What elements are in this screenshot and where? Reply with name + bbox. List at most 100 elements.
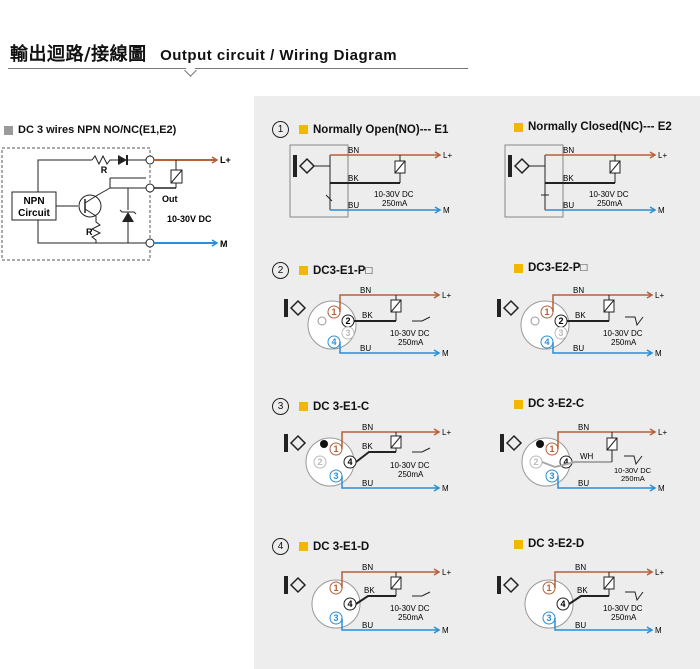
sensor-face-icon xyxy=(284,299,288,317)
npn-block xyxy=(11,191,57,221)
sensor-face-icon xyxy=(497,576,501,594)
switch-open-icon xyxy=(412,316,431,322)
svg-text:3: 3 xyxy=(333,613,338,623)
label-bn: BN xyxy=(563,146,574,155)
svg-text:2: 2 xyxy=(345,316,350,326)
svg-text:2: 2 xyxy=(558,316,563,326)
label-bn: BN xyxy=(573,286,584,295)
npn-out-label: Out xyxy=(162,194,178,204)
row3-right-diagram: 1 2 3 4 BN WH BU 10-30V DC 250mA L+ M xyxy=(500,423,667,493)
label-lplus: L+ xyxy=(658,151,667,160)
voltage-label: 10-30V DC xyxy=(390,604,430,613)
svg-text:4: 4 xyxy=(560,599,565,609)
switch-open-icon xyxy=(412,591,431,597)
wire-white xyxy=(541,461,612,469)
row1-right-diagram: BN BK BU 10-30V DC 250mA L+ M xyxy=(504,144,667,218)
row1-left-diagram: BN BK BU 10-30V DC 250mA L+ M xyxy=(289,144,452,218)
npn-top-wire xyxy=(37,159,92,192)
npn-resistor-label-2: R xyxy=(86,227,93,237)
svg-text:3: 3 xyxy=(345,328,350,338)
sensor-face-icon xyxy=(497,299,501,317)
sensor-face-icon xyxy=(500,434,504,452)
row4-left-heading: 4 DC 3-E1-D xyxy=(272,538,369,555)
sensor-face-icon xyxy=(508,155,512,177)
label-lplus: L+ xyxy=(442,568,451,577)
npn-block-label-2: Circuit xyxy=(18,208,50,219)
label-lplus: L+ xyxy=(655,568,664,577)
connector-face xyxy=(311,579,361,629)
label-bu: BU xyxy=(348,201,359,210)
npn-block-label-1: NPN xyxy=(23,196,44,207)
label-m: M xyxy=(655,349,662,358)
sensor-diamond-icon xyxy=(289,576,307,594)
label-bu: BU xyxy=(563,201,574,210)
sensor-diamond-icon xyxy=(289,299,307,317)
label-bn: BN xyxy=(360,286,371,295)
npn-voltage: 10-30V DC xyxy=(167,214,212,224)
npn-resistor-top xyxy=(91,154,118,166)
row2-right-title: DC3-E2-P□ xyxy=(528,262,588,274)
yellow-square-icon xyxy=(514,263,523,273)
label-bk: BK xyxy=(575,311,586,320)
yellow-square-icon xyxy=(514,122,523,132)
label-lplus: L+ xyxy=(655,291,664,300)
label-bn: BN xyxy=(578,423,589,432)
voltage-label: 10-30V DC xyxy=(390,329,430,338)
wiring-panel xyxy=(254,96,700,669)
switch-closed-icon xyxy=(624,455,643,466)
sensor-diamond-icon xyxy=(502,299,520,317)
label-bn: BN xyxy=(362,423,373,432)
row1-number: 1 xyxy=(272,121,289,138)
label-bu: BU xyxy=(575,621,586,630)
current-label: 250mA xyxy=(398,338,424,347)
terminal-lplus xyxy=(145,155,155,165)
label-lplus: L+ xyxy=(658,428,667,437)
current-label: 250mA xyxy=(398,470,424,479)
row2-right-heading: DC3-E2-P□ xyxy=(514,262,587,274)
row3-number: 3 xyxy=(272,398,289,415)
row2-number: 2 xyxy=(272,262,289,279)
current-label: 250mA xyxy=(597,199,623,208)
label-bu: BU xyxy=(578,479,589,488)
row3-right-heading: DC 3-E2-C xyxy=(514,398,584,410)
sensor-face-icon xyxy=(284,576,288,594)
sensor-diamond-icon xyxy=(513,157,531,175)
voltage-label: 10-30V DC xyxy=(603,604,643,613)
yellow-square-icon xyxy=(299,125,308,134)
sensor-diamond-icon xyxy=(289,434,307,452)
npn-resistor-bottom xyxy=(90,216,102,243)
label-m: M xyxy=(658,206,665,215)
switch-closed-icon xyxy=(625,591,644,602)
label-m: M xyxy=(442,484,449,493)
voltage-label: 10-30V DC xyxy=(614,466,652,475)
voltage-label: 10-30V DC xyxy=(589,190,629,199)
row4-left-title: DC 3-E1-D xyxy=(313,540,370,553)
label-bn: BN xyxy=(362,563,373,572)
svg-text:4: 4 xyxy=(347,457,352,467)
svg-text:3: 3 xyxy=(333,471,338,481)
row2-left-diagram: 1 2 3 4 BN BK BU 10-30V DC 250mA L+ M xyxy=(284,286,451,358)
label-bk: BK xyxy=(348,174,359,183)
row4-right-diagram: 1 3 4 BN BK BU 10-30V DC 250mA L+ M xyxy=(497,563,664,635)
svg-text:1: 1 xyxy=(549,444,554,454)
svg-text:4: 4 xyxy=(347,599,352,609)
npn-bottom-wire xyxy=(37,220,146,244)
label-lplus: L+ xyxy=(442,428,451,437)
terminal-out xyxy=(145,183,155,193)
svg-text:2: 2 xyxy=(533,457,538,467)
row4-left-diagram: 1 3 4 BN BK BU 10-30V DC 250mA L+ M xyxy=(284,563,451,635)
voltage-label: 10-30V DC xyxy=(374,190,414,199)
label-bk: BK xyxy=(362,311,373,320)
sensor-face-icon xyxy=(284,434,288,452)
row2-left-heading: 2 DC3-E1-P□ xyxy=(272,262,372,279)
label-m: M xyxy=(655,626,662,635)
sensor-diamond-icon xyxy=(502,576,520,594)
label-bu: BU xyxy=(360,344,371,353)
transistor-icon xyxy=(78,194,102,218)
label-bk: BK xyxy=(364,586,375,595)
svg-text:1: 1 xyxy=(546,583,551,593)
switch-open-icon xyxy=(412,447,431,453)
label-m: M xyxy=(442,349,449,358)
label-bk: BK xyxy=(577,586,588,595)
label-bu: BU xyxy=(362,479,373,488)
